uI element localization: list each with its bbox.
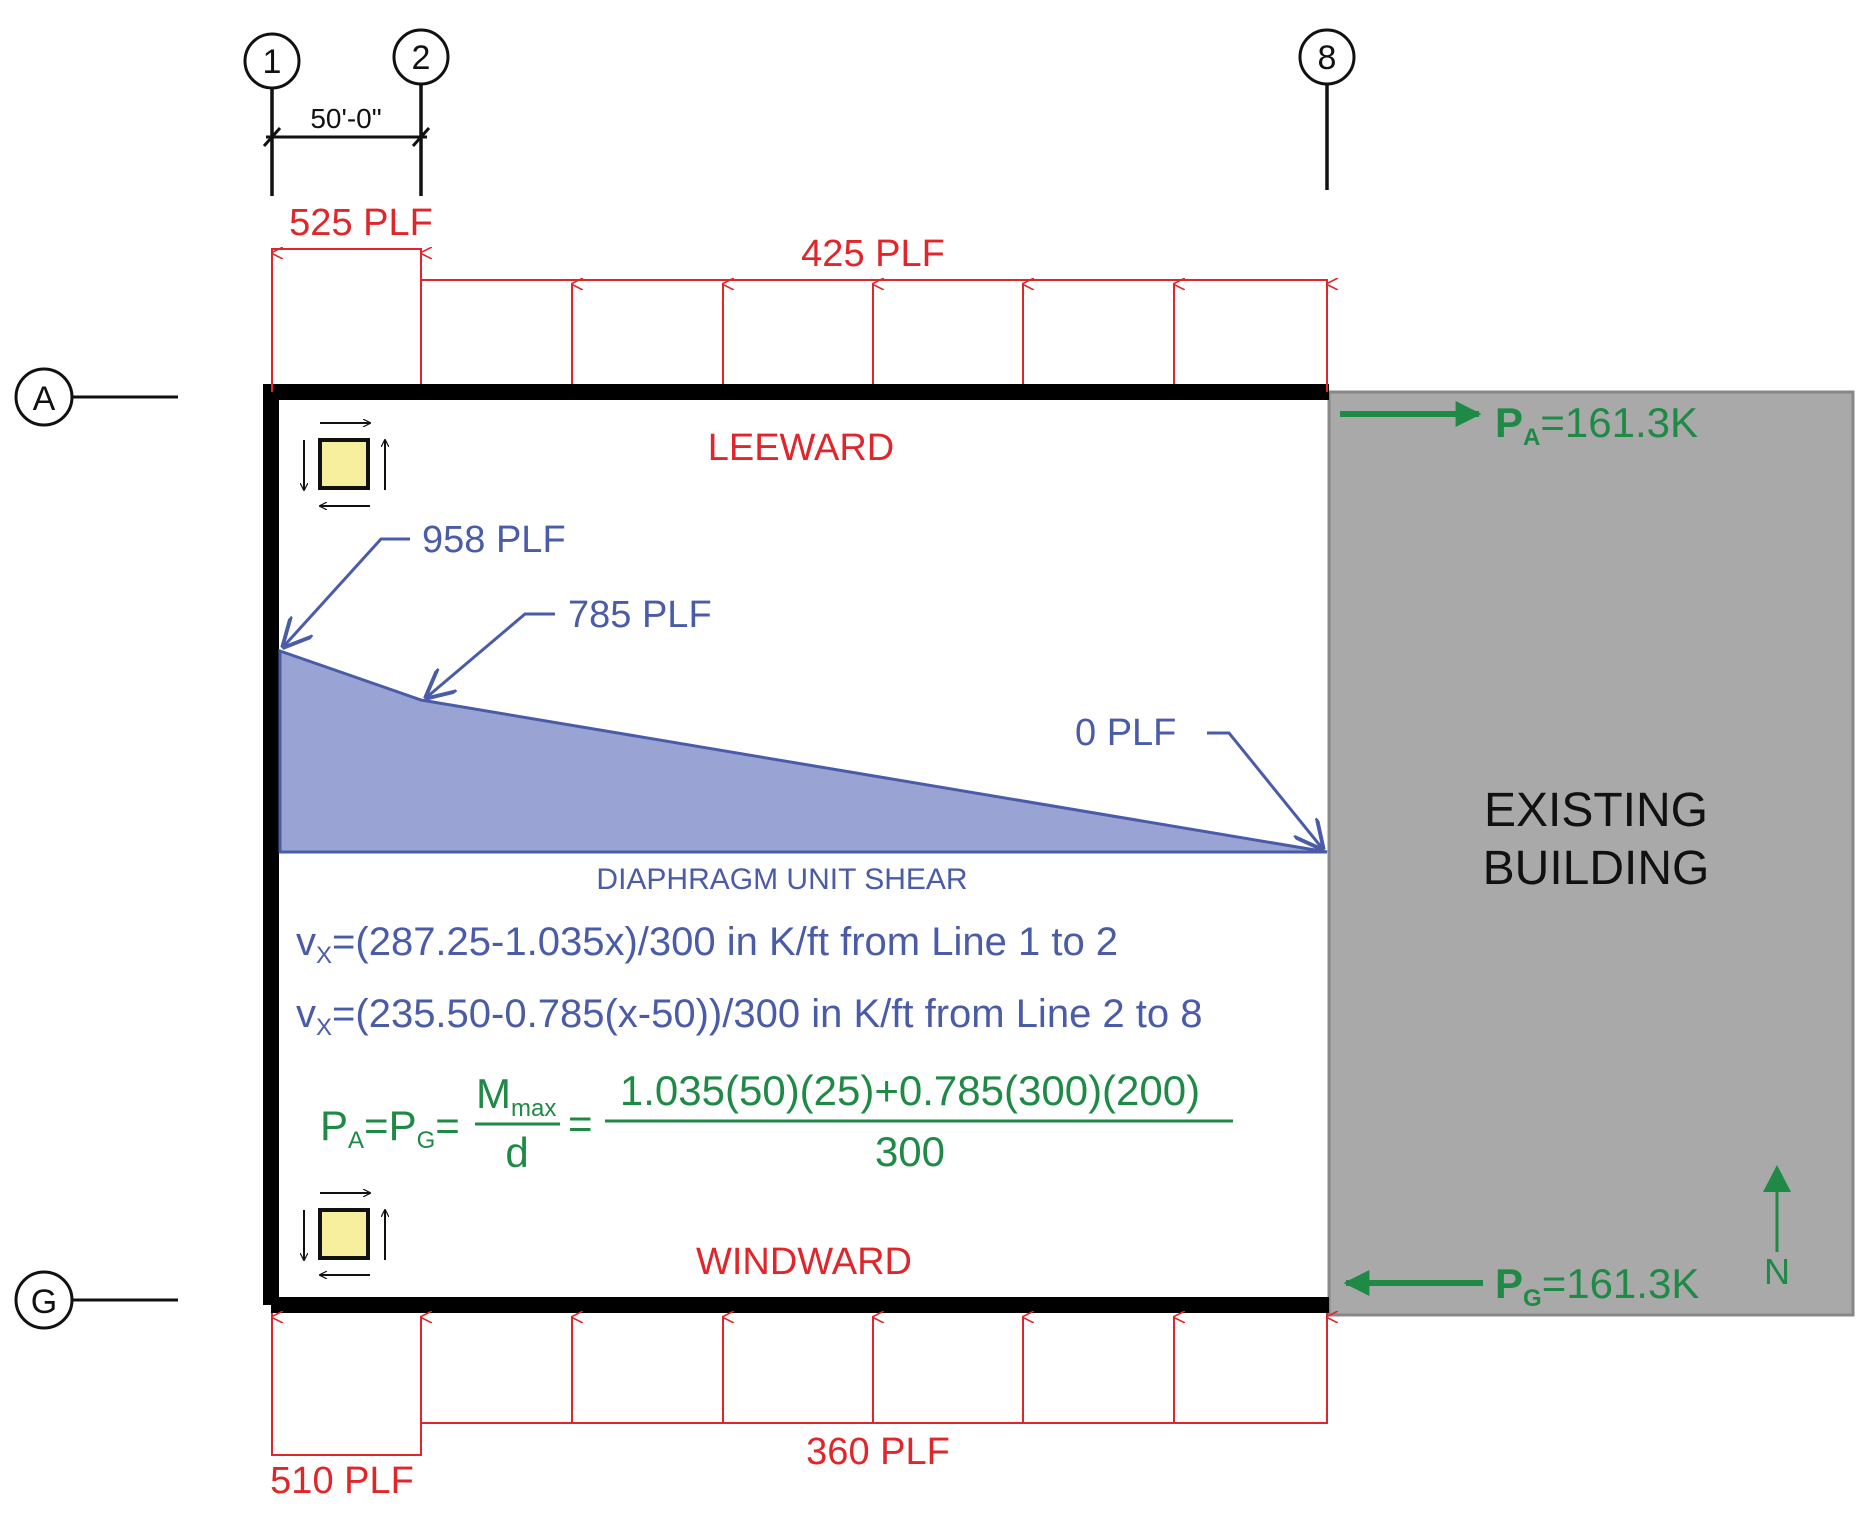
shear-label-958: 958 PLF: [422, 519, 566, 561]
shear-element-icon: [304, 423, 385, 506]
load-label-510: 510 PLF: [270, 1460, 414, 1502]
north-label: N: [1764, 1251, 1790, 1292]
shear-diagram-title: DIAPHRAGM UNIT SHEAR: [596, 863, 967, 896]
gridline-a: A: [14, 367, 178, 427]
shear-label-0: 0 PLF: [1075, 712, 1176, 754]
gridline-g: G: [14, 1270, 178, 1330]
grid-bubble-a: A: [33, 380, 56, 418]
shear-element-icon: [304, 1193, 385, 1275]
equation-m-max: Mmax: [476, 1070, 556, 1122]
leader-0: [1207, 731, 1322, 848]
existing-building-label-2: BUILDING: [1483, 842, 1710, 895]
shear-leaders: [284, 537, 1322, 848]
load-label-425: 425 PLF: [801, 233, 945, 275]
reaction-label-g: PG=161.3K: [1495, 1260, 1699, 1312]
gridline-8: 8: [1298, 28, 1356, 190]
equation-equals: =: [568, 1100, 593, 1147]
equation-lhs: PA=PG=: [320, 1102, 460, 1154]
shear-diagram: [278, 648, 1328, 854]
grid-bubble-g: G: [31, 1283, 57, 1321]
equation-d: d: [505, 1129, 528, 1176]
gridline-1: 1: [243, 32, 301, 196]
leader-958: [284, 537, 410, 646]
gridline-2: 2: [392, 28, 450, 196]
existing-building: [1327, 390, 1855, 1317]
equation-denominator: 300: [875, 1128, 945, 1175]
diaphragm-boundary: [263, 384, 1329, 1313]
windward-load-diagram: [271, 1313, 1327, 1456]
dimension-line: 50'-0": [262, 103, 431, 147]
grid-bubble-1: 1: [263, 43, 282, 81]
shear-label-785: 785 PLF: [568, 594, 712, 636]
grid-bubble-8: 8: [1318, 39, 1337, 77]
dimension-label: 50'-0": [310, 103, 381, 134]
leader-785: [427, 612, 555, 697]
load-label-360: 360 PLF: [806, 1431, 950, 1473]
leeward-label: LEEWARD: [708, 427, 895, 469]
leeward-load-diagram: [271, 249, 1327, 392]
chord-force-equation: PA=PG= Mmax d = 1.035(50)(25)+0.785(300)…: [320, 1067, 1233, 1176]
grid-bubble-2: 2: [412, 39, 431, 77]
equation-line-2: vX=(235.50-0.785(x-50))/300 in K/ft from…: [296, 992, 1203, 1041]
existing-building-label: EXISTING: [1484, 784, 1708, 837]
reaction-label-a: PA=161.3K: [1495, 399, 1698, 451]
load-label-525: 525 PLF: [289, 202, 433, 244]
north-arrow-icon: N: [1763, 1165, 1791, 1292]
equation-numerator: 1.035(50)(25)+0.785(300)(200): [620, 1067, 1200, 1114]
equation-line-1: vX=(287.25-1.035x)/300 in K/ft from Line…: [296, 920, 1118, 969]
windward-label: WINDWARD: [696, 1241, 912, 1283]
